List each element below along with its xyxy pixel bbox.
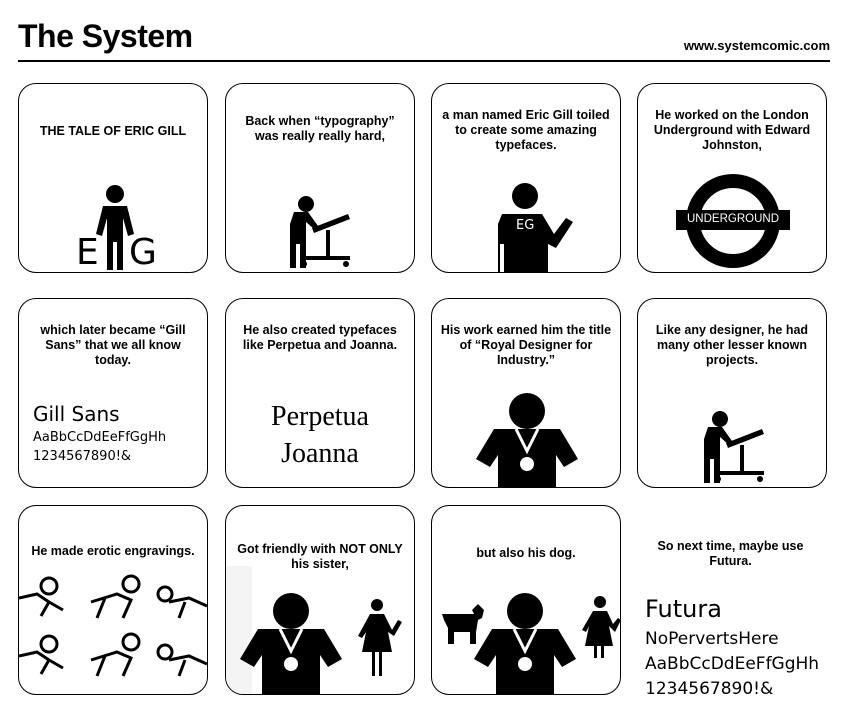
panel-4: He worked on the London Underground with…	[637, 83, 827, 273]
panel-caption: He also created typefaces like Perpetua …	[242, 323, 398, 352]
font-sample-digits: 1234567890!&	[645, 679, 774, 695]
panel-caption: He made erotic engravings.	[31, 544, 195, 558]
panel-3: a man named Eric Gill toiled to create s…	[431, 83, 621, 273]
panel-8: Like any designer, he had many other les…	[637, 298, 827, 488]
royal-designer-medal-figure	[476, 393, 578, 487]
roundel-label: UNDERGROUND	[687, 213, 779, 225]
panel-5: which later became “Gill Sans” that we a…	[18, 298, 208, 488]
panel-7: His work earned him the title of “Royal …	[431, 298, 621, 488]
eric-gill-waving-figure	[498, 183, 573, 272]
underground-roundel-icon	[676, 174, 790, 268]
panel-caption: a man named Eric Gill toiled to create s…	[442, 108, 610, 152]
font-name-futura: Futura	[645, 595, 722, 623]
panel-caption: Like any designer, he had many other les…	[655, 323, 809, 367]
comic-title: The System	[18, 18, 193, 54]
comic-url: www.systemcomic.com	[683, 38, 830, 53]
panel-caption: So next time, maybe use Futura.	[657, 539, 804, 568]
engravings-pattern	[19, 574, 207, 677]
gill-woman-and-dog-figures	[442, 593, 620, 694]
panel-caption: which later became “Gill Sans” that we a…	[40, 323, 186, 367]
font-joanna: Joanna	[281, 438, 359, 469]
panel-1: THE TALE OF ERIC GILL E G	[18, 83, 208, 273]
eric-gill-figure	[96, 185, 134, 270]
font-sample-phrase: NoPervertsHere	[645, 629, 779, 649]
panel-9: He made erotic engravings.	[18, 505, 208, 695]
panel-10: Got friendly with NOT ONLY his sister,	[225, 505, 415, 695]
font-sample-letters: AaBbCcDdEeFfGgHh	[645, 654, 820, 674]
font-name-gill-sans: Gill Sans	[33, 402, 120, 426]
man-at-drafting-table-icon	[704, 411, 764, 483]
panel-caption: but also his dog.	[476, 546, 576, 560]
font-perpetua: Perpetua	[271, 401, 369, 432]
shirt-initials: EG	[516, 218, 535, 233]
panel-caption: THE TALE OF ERIC GILL	[39, 124, 187, 138]
panel-caption: Back when “typography” was really really…	[245, 114, 395, 143]
font-sample-letters: AaBbCcDdEeFfGgHh	[33, 430, 167, 445]
man-at-drafting-table-icon	[290, 196, 350, 268]
header-rule	[18, 60, 830, 62]
panel-caption: His work earned him the title of “Royal …	[440, 323, 612, 367]
panel-caption: Got friendly with NOT ONLY his sister,	[237, 542, 403, 571]
gill-and-sister-figures	[226, 566, 402, 694]
panel-6: He also created typefaces like Perpetua …	[225, 298, 415, 488]
panel-12: So next time, maybe use Futura. Futura N…	[637, 505, 850, 695]
panel-11: but also his dog.	[431, 505, 621, 695]
panel-caption: He worked on the London Underground with…	[653, 108, 811, 152]
font-sample-digits: 1234567890!&	[33, 449, 132, 464]
panel-2: Back when “typography” was really really…	[225, 83, 415, 273]
initial-e: E	[76, 232, 99, 273]
initial-g: G	[129, 232, 157, 273]
